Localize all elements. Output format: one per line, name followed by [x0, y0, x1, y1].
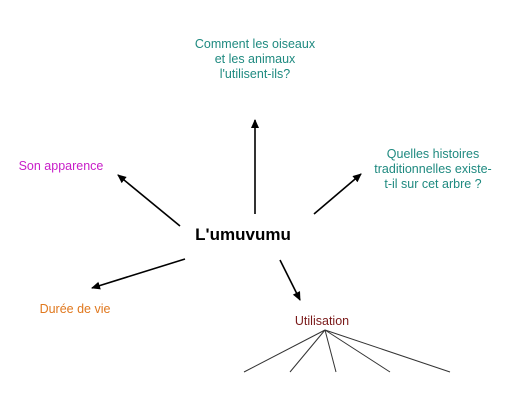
branch-stories-line-2: traditionnelles existe-: [374, 162, 492, 176]
branch-birds-and-animals: Comment les oiseaux et les animaux l'uti…: [175, 37, 335, 82]
fan-line: [324, 329, 391, 373]
arrow-to-stories: [313, 173, 362, 215]
branch-lifespan-line-1: Durée de vie: [39, 302, 111, 316]
arrow-to-utilisation: [279, 259, 301, 301]
branch-birds-line-1: Comment les oiseaux: [194, 37, 316, 51]
arrow-to-appearance: [117, 174, 181, 227]
branch-utilisation: Utilisation: [272, 314, 372, 329]
branch-appearance-line-1: Son apparence: [18, 159, 104, 173]
branch-utilisation-line-1: Utilisation: [294, 314, 350, 328]
branch-stories-line-1: Quelles histoires: [386, 147, 480, 161]
branch-appearance: Son apparence: [6, 159, 116, 174]
fan-line: [324, 329, 451, 373]
utilisation-fan-lines: [243, 329, 451, 373]
branch-birds-line-3: l'utilisent-ils?: [219, 67, 291, 81]
fan-line: [289, 329, 326, 373]
fan-line: [243, 329, 326, 373]
branch-lifespan: Durée de vie: [20, 302, 130, 317]
branch-birds-line-2: et les animaux: [214, 52, 296, 66]
branch-traditional-stories: Quelles histoires traditionnelles existe…: [358, 147, 508, 192]
arrow-to-lifespan: [91, 258, 186, 290]
central-topic: L'umuvumu: [195, 225, 291, 244]
branch-stories-line-3: t-il sur cet arbre ?: [384, 177, 482, 191]
fan-line: [324, 329, 337, 373]
